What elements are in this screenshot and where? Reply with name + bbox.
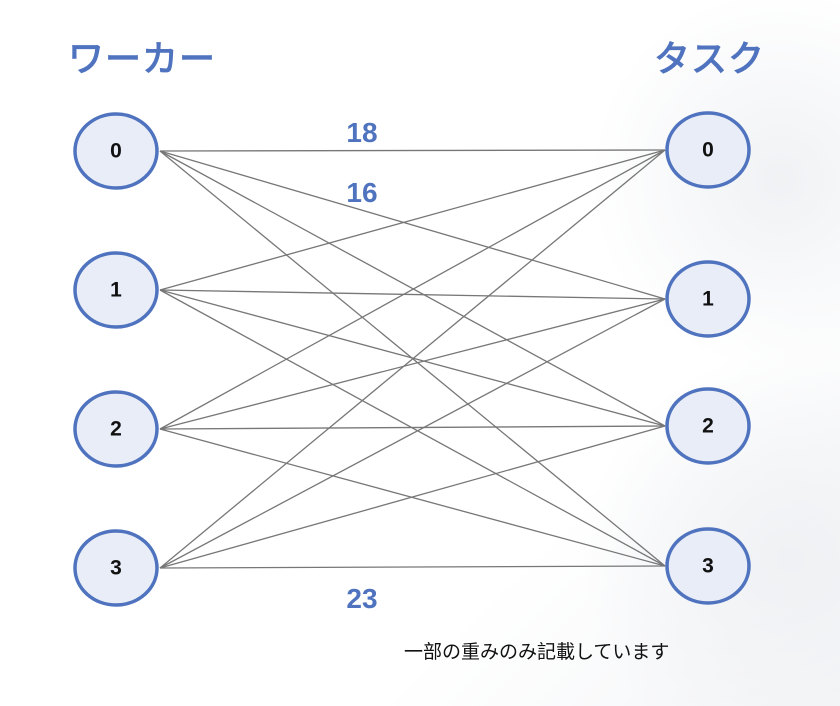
edge-worker-1-task-1 <box>159 289 666 300</box>
weight-label-worker-3-task-3: 23 <box>346 583 377 614</box>
worker-node-label: 2 <box>110 418 122 441</box>
edge-worker-3-task-2 <box>159 425 666 569</box>
worker-node-0: 0 <box>73 112 159 190</box>
worker-node-label: 0 <box>110 140 122 163</box>
edge-worker-0-task-1 <box>159 150 666 300</box>
task-node-label: 1 <box>702 288 714 311</box>
edge-worker-2-task-0 <box>159 149 666 430</box>
edge-worker-1-task-0 <box>159 149 666 291</box>
task-node-circle <box>665 260 751 338</box>
task-node-circle <box>665 527 751 605</box>
edge-worker-2-task-1 <box>159 298 666 430</box>
task-node-circle <box>665 111 751 189</box>
edge-worker-0-task-2 <box>159 150 666 427</box>
task-node-label: 0 <box>702 139 714 162</box>
task-node-label: 3 <box>702 555 714 578</box>
task-node-1: 1 <box>665 260 751 338</box>
weight-label-worker-0-task-1: 16 <box>346 177 377 208</box>
weights-layer: 18 16 23 <box>346 117 377 614</box>
worker-node-label: 3 <box>110 557 122 580</box>
task-node-label: 2 <box>702 415 714 438</box>
task-node-2: 2 <box>665 387 751 465</box>
tasks-title: タスク <box>654 38 766 79</box>
edge-worker-0-task-0 <box>159 149 666 152</box>
edge-worker-3-task-0 <box>159 149 666 569</box>
worker-node-circle <box>73 112 159 190</box>
worker-node-circle <box>73 251 159 329</box>
task-node-3: 3 <box>665 527 751 605</box>
footnote: 一部の重みのみ記載しています <box>404 641 670 663</box>
edge-worker-1-task-2 <box>159 289 666 427</box>
worker-node-circle <box>73 390 159 468</box>
workers-title: ワーカー <box>68 38 217 79</box>
weight-label-worker-0-task-0: 18 <box>346 117 377 148</box>
nodes-layer: 0 1 2 3 0 1 2 3 <box>73 111 751 607</box>
edge-worker-2-task-2 <box>159 425 666 430</box>
worker-node-2: 2 <box>73 390 159 468</box>
edge-worker-3-task-3 <box>159 565 666 569</box>
worker-node-1: 1 <box>73 251 159 329</box>
task-node-0: 0 <box>665 111 751 189</box>
edge-worker-3-task-1 <box>159 298 666 569</box>
task-node-circle <box>665 387 751 465</box>
worker-node-label: 1 <box>110 279 122 302</box>
worker-node-3: 3 <box>73 529 159 607</box>
worker-node-circle <box>73 529 159 607</box>
edges-layer <box>159 149 666 569</box>
